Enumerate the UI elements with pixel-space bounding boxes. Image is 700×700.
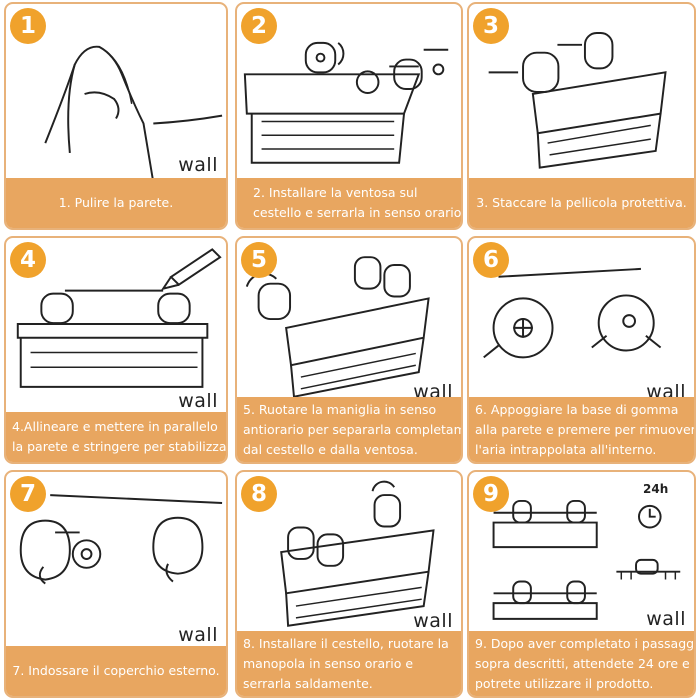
step-caption: 8. Installare il cestello, ruotare la ma… — [237, 631, 461, 696]
outer-cover-illustration — [19, 494, 223, 585]
wall-label: wall — [413, 610, 453, 632]
rotate-handle-illustration — [245, 256, 430, 398]
align-basket-illustration — [16, 248, 222, 388]
peel-film-illustration — [488, 32, 667, 169]
step-number-badge: 9 — [473, 476, 509, 512]
step-panel-3: 3 3. Staccare la pellicola protettiva. — [467, 2, 696, 230]
step-caption: 6. Appoggiare la base di gomma alla pare… — [469, 397, 694, 462]
step-caption: 3. Staccare la pellicola protettiva. — [469, 178, 694, 228]
wall-label: wall — [178, 624, 218, 646]
step-number-badge: 5 — [241, 242, 277, 278]
step-number-badge: 8 — [241, 476, 277, 512]
step-panel-5: 5 wall 5. Ruotare la maniglia in senso a… — [235, 236, 463, 464]
wall-label: wall — [646, 608, 686, 630]
step-panel-1: 1 wall 1. Pulire la parete. — [4, 2, 228, 230]
step-caption: 5. Ruotare la maniglia in senso antiorar… — [237, 397, 461, 462]
wall-label: wall — [178, 154, 218, 176]
wall-label: wall — [178, 390, 218, 412]
wipe-wall-illustration — [44, 45, 223, 183]
step-number-badge: 3 — [473, 8, 509, 44]
press-base-illustration — [483, 267, 662, 359]
step-caption: 1. Pulire la parete. — [6, 178, 226, 228]
step-number-badge: 2 — [241, 8, 277, 44]
step-caption: 9. Dopo aver completato i passaggi sopra… — [469, 631, 694, 696]
mount-basket-illustration — [280, 480, 435, 627]
step-panel-2: 2 2. Installare la ventosa sul cestello … — [235, 2, 463, 230]
step-caption: 7. Indossare il coperchio esterno. — [6, 646, 226, 696]
step-number-badge: 4 — [10, 242, 46, 278]
step-panel-9: 9 24h wall 9. Dopo aver completato i pas… — [467, 470, 696, 698]
step-number-badge: 1 — [10, 8, 46, 44]
step-panel-6: 6 wall 6. Appoggiare la base di gomma al… — [467, 236, 696, 464]
step-panel-4: 4 wall 4.Allineare e mettere in parallel… — [4, 236, 228, 464]
timer-label: 24h — [643, 482, 669, 496]
step-number-badge: 7 — [10, 476, 46, 512]
step-caption: 4.Allineare e mettere in parallelo la pa… — [6, 412, 226, 462]
step-number-badge: 6 — [473, 242, 509, 278]
step-panel-7: 7 wall 7. Indossare il coperchio esterno… — [4, 470, 228, 698]
install-suction-illustration — [243, 41, 449, 164]
finished-shelf-illustration — [492, 499, 681, 620]
step-caption: 2. Installare la ventosa sul cestello e … — [237, 178, 461, 228]
step-panel-8: 8 wall 8. Installare il cestello, ruotar… — [235, 470, 463, 698]
